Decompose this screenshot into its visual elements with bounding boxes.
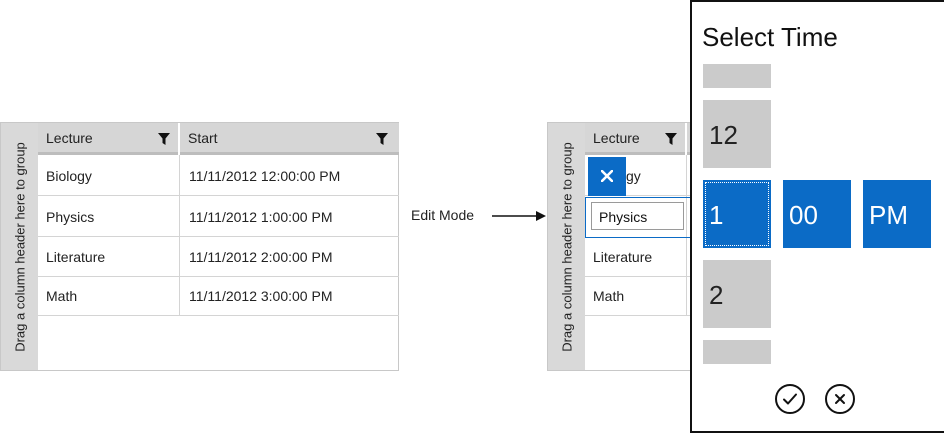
table-row[interactable]: Literature 11/11/2012 2:00:00 PM (38, 238, 399, 277)
hour-tile[interactable]: 2 (703, 260, 771, 328)
lecture-edit-value: Physics (599, 209, 648, 225)
column-header-start[interactable]: Start (180, 123, 399, 155)
column-header-lecture-label: Lecture (46, 130, 93, 146)
clear-button[interactable] (588, 157, 626, 196)
cell-start: 11/11/2012 1:00:00 PM (189, 209, 333, 225)
cell-lecture: Literature (46, 249, 106, 265)
cell-lecture: Physics (46, 209, 95, 225)
time-picker-title: Select Time (702, 22, 838, 52)
cell-start: 11/11/2012 2:00:00 PM (189, 249, 333, 265)
filter-icon[interactable] (665, 133, 677, 145)
table-row-editing[interactable]: Physics (585, 197, 695, 238)
minute-tile-selected[interactable]: 00 (783, 180, 851, 248)
period-tile-label: PM (869, 200, 908, 230)
check-icon (783, 393, 797, 405)
grid-view-edit: Drag a column header here to group Lectu… (547, 122, 697, 371)
close-icon (835, 394, 845, 404)
table-row[interactable]: Math 11/11/2012 3:00:00 PM (38, 277, 399, 316)
group-panel[interactable]: Drag a column header here to group (548, 123, 585, 370)
column-divider (179, 155, 180, 316)
cell-lecture: Literature (593, 249, 653, 265)
group-panel-text: Drag a column header here to group (559, 141, 574, 352)
group-panel[interactable]: Drag a column header here to group (1, 123, 38, 370)
cell-start: 11/11/2012 12:00:00 PM (189, 168, 341, 184)
cell-lecture: Math (593, 288, 625, 304)
time-picker-dialog: Select Time 12 1 2 00 PM (690, 0, 944, 433)
column-separator (685, 123, 687, 155)
column-header-lecture-label: Lecture (593, 130, 640, 146)
hour-tile-label: 1 (709, 200, 724, 230)
column-divider (686, 155, 687, 316)
table-row[interactable]: Literature (585, 238, 695, 277)
column-header-start-label: Start (188, 130, 218, 146)
column-header-lecture[interactable]: Lecture (585, 123, 685, 155)
minute-tile-label: 00 (789, 200, 818, 230)
hour-tile-placeholder (703, 64, 771, 88)
lecture-edit-input[interactable]: Physics (591, 202, 684, 230)
hour-tile-label: 12 (709, 120, 738, 150)
column-header-lecture[interactable]: Lecture (38, 123, 178, 155)
grid-view: Drag a column header here to group Lectu… (0, 122, 399, 371)
hour-tile-label: 2 (709, 280, 724, 310)
cell-start: 11/11/2012 3:00:00 PM (189, 288, 333, 304)
table-row[interactable]: Math (585, 277, 695, 316)
table-row[interactable]: Biology 11/11/2012 12:00:00 PM (38, 157, 399, 196)
cell-lecture: Biology (46, 168, 92, 184)
table-row[interactable]: gy (585, 157, 695, 196)
hour-tile-selected[interactable]: 1 (703, 180, 771, 248)
hour-tile[interactable]: 12 (703, 100, 771, 168)
accept-button[interactable] (775, 384, 805, 414)
cancel-button[interactable] (825, 384, 855, 414)
period-tile-selected[interactable]: PM (863, 180, 931, 248)
table-row[interactable]: Physics 11/11/2012 1:00:00 PM (38, 198, 399, 237)
arrow-right-icon (492, 211, 546, 221)
filter-icon[interactable] (376, 133, 388, 145)
cell-lecture: Math (46, 288, 78, 304)
group-panel-text: Drag a column header here to group (12, 141, 27, 352)
column-separator (178, 123, 180, 155)
cell-lecture-partial: gy (626, 168, 641, 184)
hour-tile-placeholder (703, 340, 771, 364)
clear-x-icon (601, 170, 613, 182)
edit-mode-label: Edit Mode (411, 207, 475, 223)
filter-icon[interactable] (158, 133, 170, 145)
